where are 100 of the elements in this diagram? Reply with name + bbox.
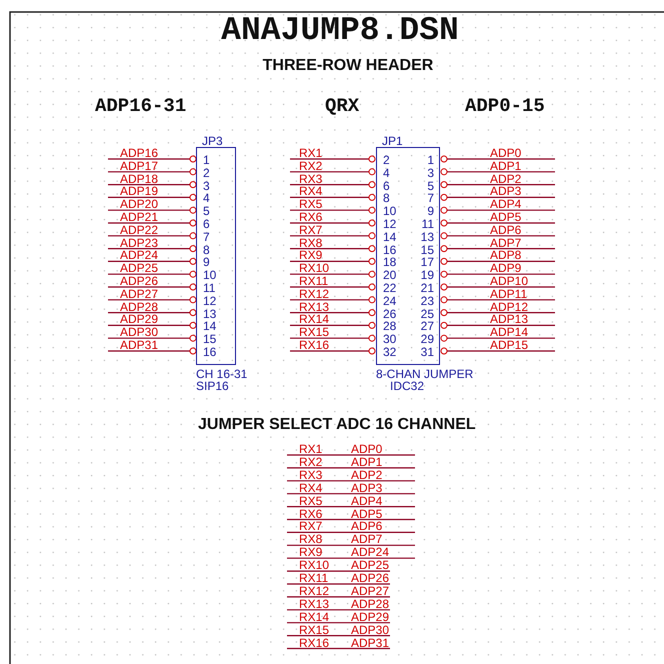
net-label: ADP12 [490,300,528,313]
net-label: RX10 [299,262,330,274]
section-title: JUMPER SELECT ADC 16 CHANNEL [198,417,476,433]
reference-designator: JP3 [202,135,223,147]
pin-number: 16 [203,346,216,358]
pin-number: 1 [426,154,434,166]
subtitle: THREE-ROW HEADER [262,58,434,74]
pin-number: 14 [383,230,396,243]
pin-number: 29 [420,333,434,346]
net-label: ADP10 [490,275,528,287]
pin-number: 8 [383,192,390,204]
pin-number: 6 [383,180,390,192]
net-label: RX2 [299,160,322,172]
net-label: ADP21 [120,211,158,223]
net-label: ADP2 [490,172,522,185]
footprint-name: SIP16 [196,380,229,392]
pin-number: 18 [383,256,396,268]
net-label: RX9 [299,546,322,558]
part-value: CH 16-31 [196,368,248,380]
net-label: ADP3 [490,185,522,198]
net-label: ADP0 [490,147,522,159]
net-label: ADP6 [490,224,522,236]
net-label: RX8 [299,533,322,546]
net-label: ADP25 [351,559,390,572]
pin-number: 31 [420,346,434,358]
net-label: ADP29 [351,610,390,623]
net-label: RX7 [299,224,322,236]
net-label: ADP4 [351,494,382,507]
pin-number: 2 [383,154,390,166]
net-label: RX5 [299,198,322,210]
net-label: ADP15 [490,339,528,351]
pin-number: 32 [383,346,396,358]
net-label: RX6 [299,211,322,223]
pin-number: 9 [203,256,210,268]
pin-number: 5 [426,180,434,192]
net-label: RX4 [299,482,322,494]
net-label: ADP22 [120,224,158,236]
net-label: RX6 [299,508,322,520]
pin-number: 13 [203,308,216,320]
net-label: ADP2 [351,468,382,481]
net-label: ADP1 [351,456,382,468]
net-label: ADP16 [120,147,158,159]
net-label: ADP5 [351,508,382,520]
pin-number: 15 [203,333,216,346]
header-group-title: ADP16-31 [95,97,186,116]
pin-number: 2 [203,166,210,179]
pin-number: 20 [383,269,396,282]
pin-number: 11 [203,282,216,294]
net-label: ADP19 [120,185,158,198]
net-label: ADP20 [120,198,158,210]
net-label: ADP24 [120,249,158,262]
pin-number: 9 [426,205,434,218]
net-label: ADP11 [490,288,528,300]
pin-number: 4 [383,166,390,179]
net-label: ADP26 [120,275,158,287]
net-label: RX15 [299,624,330,636]
net-label: RX2 [299,456,322,468]
pin-number: 23 [420,294,434,307]
pin-number: 4 [203,192,210,204]
net-label: RX11 [299,275,328,287]
net-label: ADP3 [351,482,382,494]
pin-number: 17 [420,256,434,268]
pin-number: 6 [203,218,210,230]
net-label: RX12 [299,288,330,300]
header-group-title: ADP0-15 [465,97,545,116]
header-group-title: QRX [325,97,360,116]
net-label: ADP30 [120,326,158,338]
net-label: RX13 [299,300,330,313]
net-label: ADP28 [351,598,390,610]
pin-number: 16 [383,244,396,256]
net-label: RX16 [299,339,330,351]
pin-number: 15 [420,244,434,256]
pin-number: 21 [420,282,434,294]
net-label: RX5 [299,494,322,507]
pin-number: 13 [420,230,434,243]
pin-number: 30 [383,333,396,346]
net-label: ADP29 [120,313,158,326]
pin-number: 22 [383,282,396,294]
net-label: RX14 [299,610,330,623]
net-label: ADP25 [120,262,158,274]
pin-number: 12 [203,294,216,307]
net-label: RX3 [299,172,322,185]
net-label: ADP14 [490,326,528,338]
net-label: ADP13 [490,313,528,326]
pin-number: 24 [383,294,396,307]
net-label: ADP9 [490,262,522,274]
pin-number: 28 [383,320,396,332]
pin-number: 8 [203,244,210,256]
net-label: ADP7 [490,236,522,249]
net-label: ADP8 [490,249,522,262]
net-label: RX3 [299,468,322,481]
net-label: RX11 [299,572,328,584]
net-label: RX10 [299,559,330,572]
net-label: RX4 [299,185,322,198]
net-label: RX15 [299,326,330,338]
pin-number: 10 [383,205,396,218]
net-label: RX16 [299,636,330,648]
pin-number: 11 [420,218,434,230]
footprint-name: IDC32 [390,380,424,392]
net-label: ADP1 [490,160,522,172]
